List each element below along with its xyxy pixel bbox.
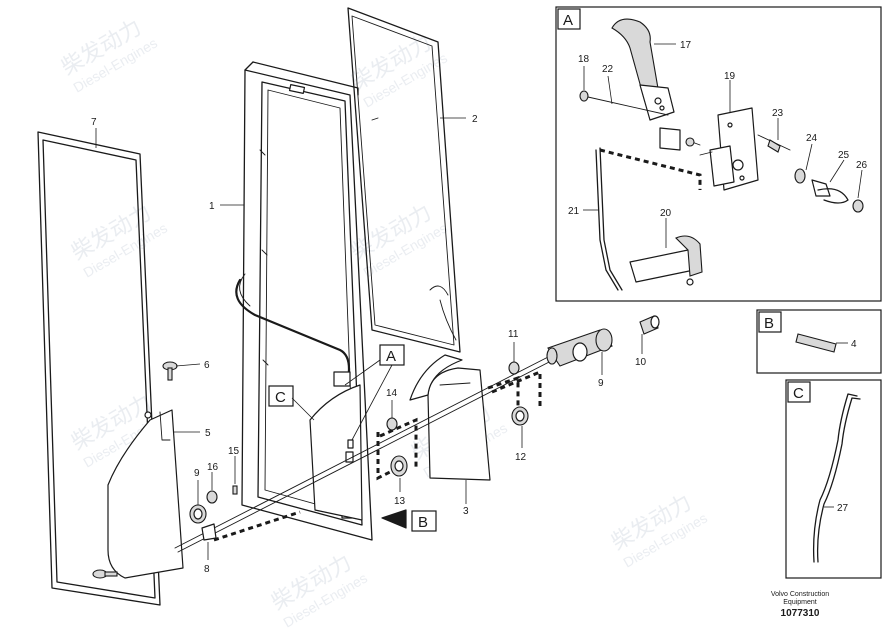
part-number-13: 13 xyxy=(394,496,406,507)
part-number-25: 25 xyxy=(838,150,850,161)
drawing-footer: Volvo Construction Equipment 1077310 xyxy=(771,591,829,619)
callout-A: A xyxy=(344,344,405,441)
part-number-15: 15 xyxy=(228,446,240,457)
detail-panel-B: B 4 xyxy=(756,309,882,374)
part-number-12: 12 xyxy=(515,452,527,463)
part-number-7: 7 xyxy=(91,117,97,128)
washer-part-14 xyxy=(386,417,398,431)
lock-cylinder-part-9 xyxy=(546,328,613,367)
detail-panel-A: A 17 xyxy=(555,6,882,302)
screw-part-6 xyxy=(162,361,178,381)
part-number-17: 17 xyxy=(680,40,692,51)
part-number-3: 3 xyxy=(463,506,469,517)
callout-B: B xyxy=(381,509,437,532)
part-number-20: 20 xyxy=(660,208,672,219)
part-number-24: 24 xyxy=(806,133,818,144)
part-number-5: 5 xyxy=(205,428,211,439)
drawing-number: 1077310 xyxy=(781,608,820,619)
watermark: 柴发动力 Diesel-Engines xyxy=(347,29,450,110)
watermark: 柴发动力 Diesel-Engines xyxy=(607,489,710,570)
washer-part-11 xyxy=(508,361,520,375)
callout-C: C xyxy=(268,385,315,421)
clip-part-8 xyxy=(201,523,217,541)
bushing-part-12 xyxy=(511,406,529,426)
svg-text:A: A xyxy=(563,12,573,29)
part-number-9-left: 9 xyxy=(194,468,200,479)
part-labels-main: 7 1 2 6 5 9 16 15 8 14 13 3 11 12 9 10 xyxy=(91,114,647,575)
washer-part-16 xyxy=(206,490,218,504)
part-number-1: 1 xyxy=(209,201,215,212)
door-handle-rod xyxy=(235,273,351,387)
cover-plate-part-3 xyxy=(427,367,491,481)
svg-text:C: C xyxy=(275,389,286,406)
trim-panel-part-5 xyxy=(107,409,184,579)
part-number-2: 2 xyxy=(472,114,478,125)
part-number-16: 16 xyxy=(207,462,219,473)
glass-pane-part-2 xyxy=(347,7,461,353)
part-number-26: 26 xyxy=(856,160,868,171)
key-part-10 xyxy=(639,315,660,335)
screw-part-8-bottom xyxy=(92,569,118,579)
part-number-23: 23 xyxy=(772,108,784,119)
bushing-part-13 xyxy=(390,455,408,477)
part-number-4: 4 xyxy=(851,339,857,350)
seal-frame-part-7 xyxy=(37,131,161,606)
detail-panel-C: C 27 xyxy=(785,379,882,579)
footer-company-sub: Equipment xyxy=(783,599,817,606)
svg-text:B: B xyxy=(418,514,428,531)
part-number-14: 14 xyxy=(386,388,398,399)
pin-part-15 xyxy=(232,485,238,495)
part-number-9-right: 9 xyxy=(598,378,604,389)
part-number-11: 11 xyxy=(508,329,519,340)
watermark: 柴发动力 Diesel-Engines xyxy=(267,549,370,629)
part-number-6: 6 xyxy=(204,360,210,371)
bushing-part-9-left xyxy=(189,504,207,524)
svg-text:A: A xyxy=(386,348,396,365)
part-number-10: 10 xyxy=(635,357,647,368)
relation-dashed-lines xyxy=(213,369,542,542)
part-number-21: 21 xyxy=(568,206,580,217)
part-number-22: 22 xyxy=(602,64,614,75)
svg-text:B: B xyxy=(764,315,774,332)
lock-housing xyxy=(309,354,463,521)
part-number-27: 27 xyxy=(837,503,849,514)
footer-company: Volvo Construction xyxy=(771,591,829,598)
watermark: 柴发动力 Diesel-Engines xyxy=(57,14,160,95)
svg-text:C: C xyxy=(793,385,804,402)
part-number-18: 18 xyxy=(578,54,590,65)
part-number-8: 8 xyxy=(204,564,210,575)
watermark: 柴发动力 Diesel-Engines xyxy=(67,199,170,280)
part-number-19: 19 xyxy=(724,71,736,82)
